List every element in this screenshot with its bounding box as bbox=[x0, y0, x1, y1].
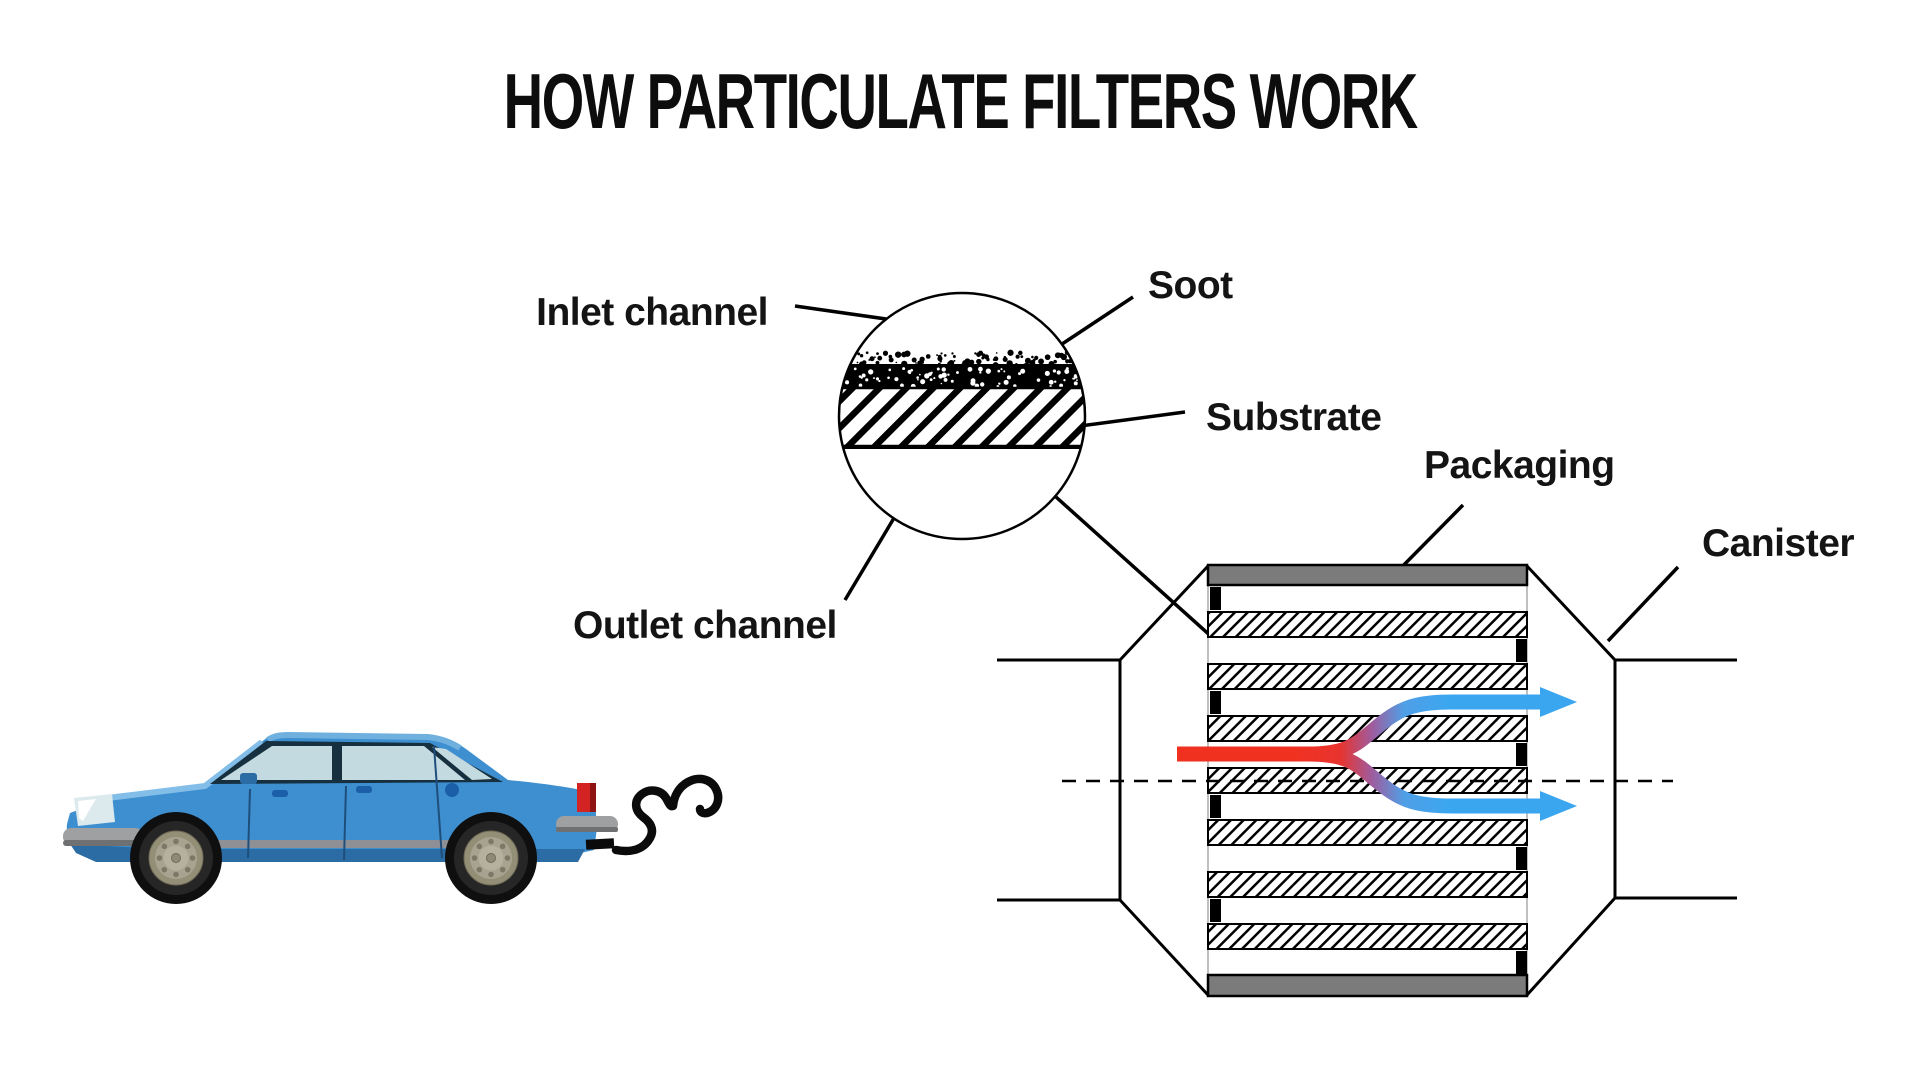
inlet-channel-leader bbox=[794, 304, 901, 323]
packaging-mat-top bbox=[1206, 563, 1529, 587]
car-headlight-streak bbox=[78, 799, 96, 821]
car-side-mirror bbox=[240, 773, 257, 784]
car-door-handle-front bbox=[272, 790, 288, 797]
exhaust-pipe bbox=[585, 838, 615, 850]
car-illustration bbox=[63, 731, 618, 904]
leader-lines bbox=[794, 295, 1680, 658]
car-hood-highlight bbox=[99, 739, 264, 802]
car-quarter-glass bbox=[432, 747, 492, 780]
magnifier-circle-outline bbox=[837, 291, 1087, 541]
car-door-seams bbox=[247, 745, 443, 861]
car-fuel-cap bbox=[445, 783, 459, 797]
soot-layer bbox=[839, 364, 1085, 388]
car-door-handle-rear bbox=[356, 786, 372, 793]
car-taillight-shade bbox=[590, 783, 596, 812]
outlet-channel-leader bbox=[843, 507, 902, 601]
filter-substrate-walls bbox=[1207, 611, 1528, 950]
substrate-layer bbox=[839, 386, 1085, 448]
car-roof-highlight bbox=[266, 731, 462, 751]
flow-arrows bbox=[1177, 687, 1577, 821]
label-outlet-channel: Outlet channel bbox=[573, 604, 837, 647]
label-packaging: Packaging bbox=[1424, 444, 1615, 487]
car-windshield-glass bbox=[221, 746, 332, 780]
packaging-mat-bottom bbox=[1206, 973, 1529, 998]
canister-outlet-cone bbox=[1525, 564, 1737, 997]
lower-arrowhead bbox=[1540, 791, 1577, 821]
car-front-bumper-shadow bbox=[63, 840, 143, 846]
label-soot: Soot bbox=[1148, 264, 1233, 307]
canister-leader bbox=[1606, 565, 1680, 643]
magnifier-detail bbox=[837, 291, 1087, 541]
car-side-stripe bbox=[138, 840, 530, 848]
canister-inlet-cone bbox=[997, 564, 1210, 997]
label-substrate: Substrate bbox=[1206, 396, 1382, 439]
magnifier-to-filter-line bbox=[1054, 495, 1235, 658]
flow-lower-branch bbox=[1177, 746, 1544, 814]
car-wheels bbox=[130, 812, 537, 904]
soot-speckles bbox=[839, 349, 1085, 389]
upper-arrowhead bbox=[1540, 687, 1577, 717]
page-title: HOW PARTICULATE FILTERS WORK bbox=[503, 57, 1418, 145]
label-canister: Canister bbox=[1702, 522, 1855, 565]
filter-channel-plugs bbox=[1210, 587, 1527, 974]
car-rear-bumper-shadow bbox=[556, 827, 618, 832]
label-inlet-channel: Inlet channel bbox=[536, 291, 768, 334]
exhaust-smoke bbox=[611, 774, 723, 856]
soot-leader bbox=[1049, 295, 1134, 354]
